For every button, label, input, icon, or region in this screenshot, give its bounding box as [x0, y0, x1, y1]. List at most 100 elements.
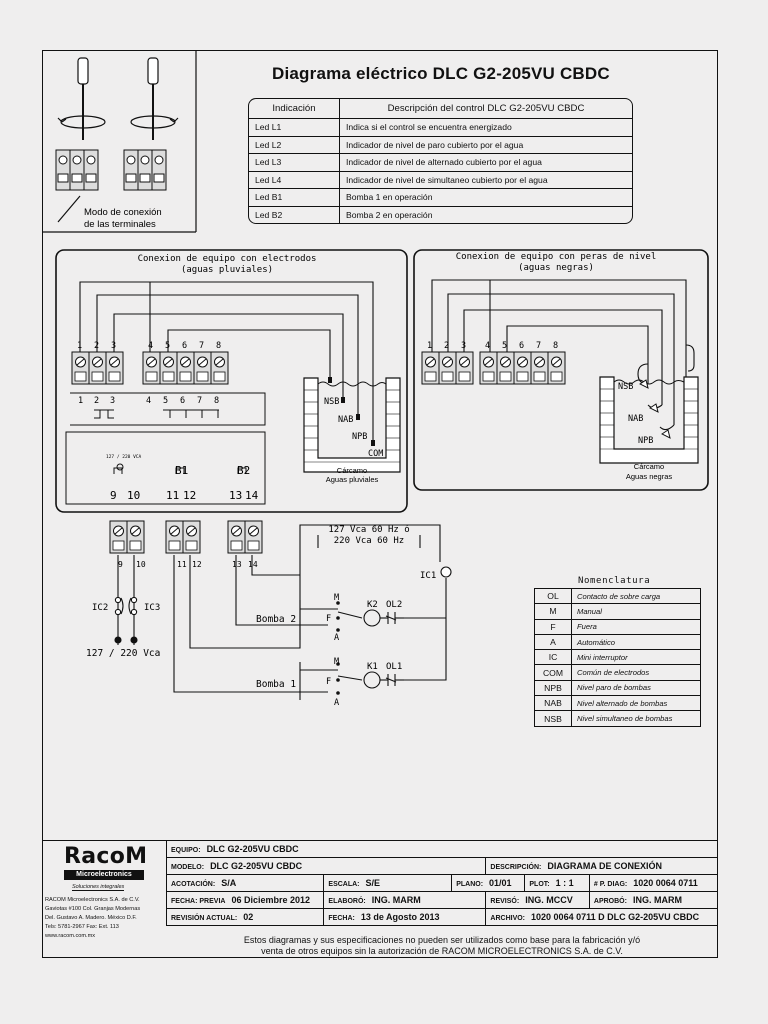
switch-a-label: A: [334, 633, 339, 643]
fecha-label: FECHA:: [328, 915, 355, 922]
revision-value: 02: [243, 912, 254, 922]
schem-num: 8: [214, 396, 219, 406]
ic3-label: IC3: [144, 603, 160, 613]
terminal-number: 5: [502, 341, 507, 351]
racom-logo: RacoM: [64, 844, 148, 869]
fecha-previa-value: 06 Diciembre 2012: [231, 895, 311, 905]
schem-bottom-num: 9: [110, 489, 117, 502]
terminal-block-icon: [55, 149, 167, 191]
schem-num: 7: [197, 396, 202, 406]
nom-code: NPB: [534, 679, 572, 697]
archivo-label: ARCHIVO:: [490, 915, 526, 922]
nom-code: COM: [534, 664, 572, 681]
terminal-screw: [159, 351, 178, 385]
led-header-indicacion: Indicación: [249, 99, 340, 119]
terminal-screw: [88, 351, 107, 385]
k1-label: K1: [367, 662, 378, 672]
title-block-grid: EQUIPO:DLC G2-205VU CBDC MODELO:DLC G2-2…: [165, 840, 719, 926]
fecha-previa-label: FECHA: PREVIA: [171, 898, 226, 905]
terminal-number: 6: [519, 341, 524, 351]
terminal-screw: [513, 351, 532, 385]
schem-num: 3: [110, 396, 115, 406]
left-panel-title: Conexion de equipo con electrodos: [138, 254, 317, 264]
diagram-title: Diagrama eléctrico DLC G2-205VU CBDC: [272, 64, 610, 83]
terminal-mode-line1: Modo de conexión: [84, 207, 162, 218]
archivo-value: 1020 0064 0711 D DLC G2-205VU CBDC: [531, 912, 700, 922]
lower-term-label: 11: [177, 560, 187, 569]
terminal-number: 6: [182, 341, 187, 351]
float-nsb: NSB: [618, 382, 633, 392]
plot-label: PLOT:: [529, 881, 550, 888]
nomenclature-title: Nomenclatura: [578, 576, 651, 586]
terminal-screw: [244, 520, 263, 554]
terminal-number: 3: [461, 341, 466, 351]
led-desc: Indica si el control se encuentra energi…: [340, 119, 632, 137]
nom-desc: Contacto de sobre carga: [571, 587, 701, 605]
bomba1-label: Bomba 1: [256, 679, 296, 690]
left-pit: NSB NAB NPB COM Cárcamo Aguas pluviales: [303, 377, 401, 484]
ol1-label: OL1: [386, 662, 402, 672]
electrode-com: COM: [368, 449, 383, 459]
reviso-label: REVISÓ:: [490, 898, 520, 905]
ol2-label: OL2: [386, 600, 402, 610]
terminal-number: 7: [536, 341, 541, 351]
left-pit-label: Cárcamo: [337, 466, 367, 475]
switch-m-label: M: [334, 657, 339, 667]
terminal-screw: [126, 520, 145, 554]
pdiag-value: 1020 0064 0711: [633, 878, 698, 888]
right-panel-subtitle: (aguas negras): [518, 263, 594, 273]
terminal-screw: [109, 520, 128, 554]
lower-term-label: 10: [136, 560, 146, 569]
ic2-label: IC2: [92, 603, 108, 613]
left-pit-sublabel: Aguas pluviales: [326, 475, 379, 484]
switch-a-label: A: [334, 698, 339, 708]
terminal-number: 1: [77, 341, 82, 351]
led-name: Led B2: [249, 206, 340, 223]
float-nab: NAB: [628, 414, 643, 424]
led-desc: Indicador de nivel de simultaneo cubiert…: [340, 172, 632, 189]
electrode-nsb: NSB: [324, 397, 339, 407]
left-panel-subtitle: (aguas pluviales): [181, 265, 273, 275]
terminal-screw: [193, 351, 212, 385]
led-desc: Indicador de nivel de alternado cubierto…: [340, 154, 632, 172]
terminal-screw: [176, 351, 195, 385]
terminal-screw: [71, 351, 90, 385]
led-name: Led L3: [249, 154, 340, 172]
disclaimer-line: venta de otros equipos sin la autorizaci…: [261, 946, 623, 956]
address-line: Gaviotas #100 Col. Granjas Modernas: [45, 906, 141, 912]
aprobo-value: ING. MARM: [632, 895, 682, 905]
led-desc: Indicador de nivel de paro cubierto por …: [340, 137, 632, 154]
terminal-number: 1: [427, 341, 432, 351]
schem-num: 1: [78, 396, 83, 406]
terminal-screw: [438, 351, 457, 385]
led-name: Led B1: [249, 189, 340, 207]
nom-desc: Nivel paro de bombas: [571, 679, 701, 697]
schem-num: 5: [163, 396, 168, 406]
company-slogan: Soluciones integrales: [72, 884, 125, 891]
nom-desc: Nivel simultaneo de bombas: [571, 710, 701, 727]
address-line: RACOM Microelectronics S.A. de C.V.: [45, 897, 140, 903]
led-desc: Bomba 1 en operación: [340, 189, 632, 207]
electrode-npb: NPB: [352, 432, 367, 442]
left-schematic: [65, 392, 266, 505]
schem-bottom-num: 14: [245, 489, 259, 502]
right-pit: NSB NAB NPB Cárcamo Aguas negras: [599, 376, 699, 481]
disclaimer: Estos diagramas y sus especificaciones n…: [168, 935, 716, 957]
switch-f-label: F: [326, 614, 331, 624]
k2-label: K2: [367, 600, 378, 610]
led-name: Led L2: [249, 136, 340, 154]
terminal-screw: [530, 351, 549, 385]
schem-bottom-num: 11: [166, 489, 179, 502]
b1-label: B1: [175, 464, 188, 477]
modelo-value: DLC G2-205VU CBDC: [210, 861, 303, 871]
nom-code: F: [534, 618, 572, 635]
address-line: Tels: 5781-2967 Fax: Ext. 113: [45, 924, 119, 930]
schem-num: 6: [180, 396, 185, 406]
left-panel: Conexion de equipo con electrodos (aguas…: [55, 249, 408, 513]
float-switch-icons: [639, 379, 671, 439]
descripcion-label: DESCRIPCIÓN:: [490, 864, 542, 871]
